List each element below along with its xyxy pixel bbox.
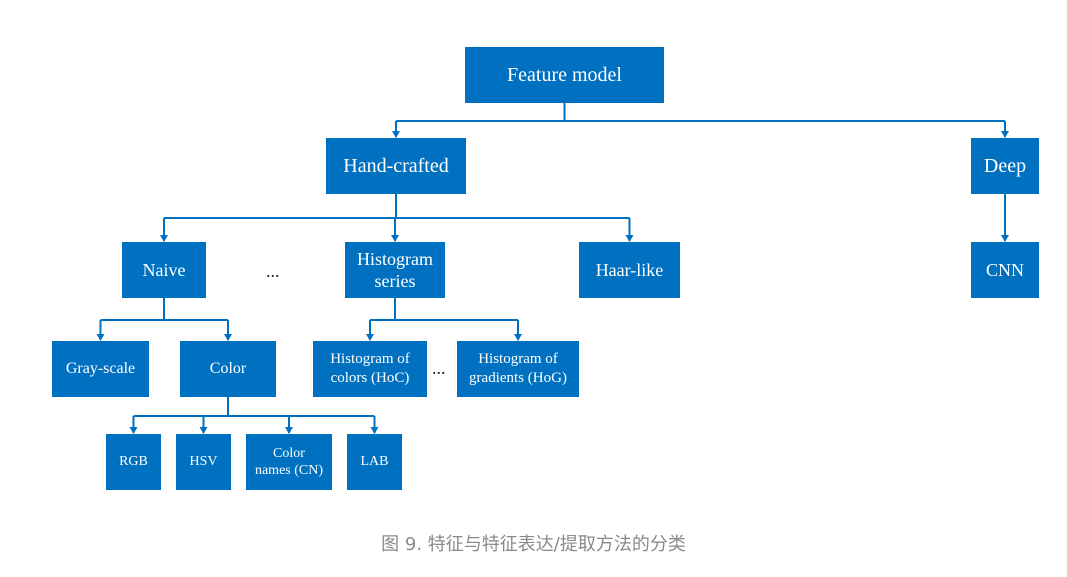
node-deep: Deep <box>971 138 1039 194</box>
node-lab: LAB <box>347 434 402 490</box>
node-rgb: RGB <box>106 434 161 490</box>
arrowhead-haar_like <box>625 235 634 242</box>
node-naive: Naive <box>122 242 206 298</box>
node-histogram-series: Histogram series <box>345 242 445 298</box>
arrowhead-cnn <box>1001 235 1009 242</box>
arrowhead-histogram_of_gradients <box>514 334 522 341</box>
arrowhead-gray_scale <box>96 334 105 341</box>
arrowhead-naive <box>160 235 168 242</box>
node-feature-model: Feature model <box>465 47 664 103</box>
node-color-names: Color names (CN) <box>246 434 332 490</box>
figure-caption: 图 9. 特征与特征表达/提取方法的分类 <box>381 534 686 555</box>
node-hand-crafted: Hand-crafted <box>326 138 466 194</box>
arrowhead-color <box>224 334 232 341</box>
arrowhead-histogram_of_colors <box>366 334 374 341</box>
arrowhead-rgb <box>129 427 138 434</box>
ellipsis-level3: ... <box>432 358 446 378</box>
node-hsv: HSV <box>176 434 231 490</box>
arrowhead-hsv <box>199 427 208 434</box>
ellipsis-level2: ... <box>266 261 280 281</box>
arrowhead-histogram_series <box>391 235 399 242</box>
node-gray-scale: Gray-scale <box>52 341 149 397</box>
node-cnn: CNN <box>971 242 1039 298</box>
arrowhead-deep <box>1001 131 1009 138</box>
arrowhead-hand_crafted <box>392 131 400 138</box>
node-histogram-of-gradients: Histogram of gradients (HoG) <box>457 341 579 397</box>
node-haar-like: Haar-like <box>579 242 680 298</box>
node-color: Color <box>180 341 276 397</box>
arrowhead-lab <box>370 427 379 434</box>
node-histogram-of-colors: Histogram of colors (HoC) <box>313 341 427 397</box>
arrowhead-color_names <box>285 427 293 434</box>
